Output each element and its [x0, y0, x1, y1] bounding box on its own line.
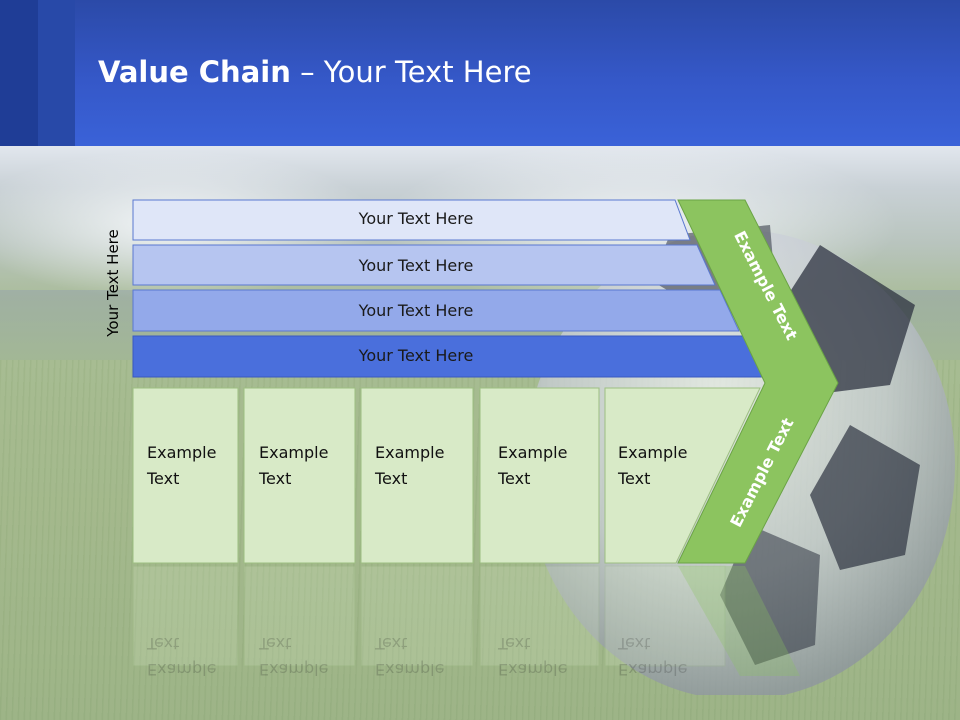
header-accent-band	[0, 0, 38, 146]
bar-2	[132, 244, 716, 286]
box-2-line2: Text	[259, 469, 292, 488]
box-1-line1: Example	[147, 443, 217, 462]
slide-title: Value Chain – Your Text Here	[98, 55, 532, 89]
box-2-line1: Example	[259, 443, 329, 462]
box-4-line1: Example	[498, 443, 568, 462]
title-bold-text: Value Chain	[98, 55, 291, 89]
box-3	[360, 387, 474, 564]
chevron-arrow	[677, 199, 839, 564]
bar-1	[132, 199, 691, 241]
box-2	[243, 387, 356, 564]
header-accent-band	[38, 0, 75, 146]
boxes-reflection	[132, 565, 726, 667]
box-3-line2: Text	[375, 469, 408, 488]
chevron-reflection	[678, 566, 800, 676]
box-5	[604, 387, 761, 564]
title-rest-text: – Your Text Here	[290, 55, 532, 89]
bar-3	[132, 289, 740, 332]
slide-header: Value Chain – Your Text Here	[0, 0, 960, 146]
box-1-line2: Text	[147, 469, 180, 488]
bar-1-label: Your Text Here	[358, 209, 474, 228]
box-4	[479, 387, 600, 564]
box-5-line2: Text	[618, 469, 651, 488]
box-4-line2: Text	[498, 469, 531, 488]
box-1	[132, 387, 239, 564]
bar-3-label: Your Text Here	[358, 301, 474, 320]
bar-4-label: Your Text Here	[358, 346, 474, 365]
bar-2-label: Your Text Here	[358, 256, 474, 275]
box-3-line1: Example	[375, 443, 445, 462]
box-5-line1: Example	[618, 443, 688, 462]
